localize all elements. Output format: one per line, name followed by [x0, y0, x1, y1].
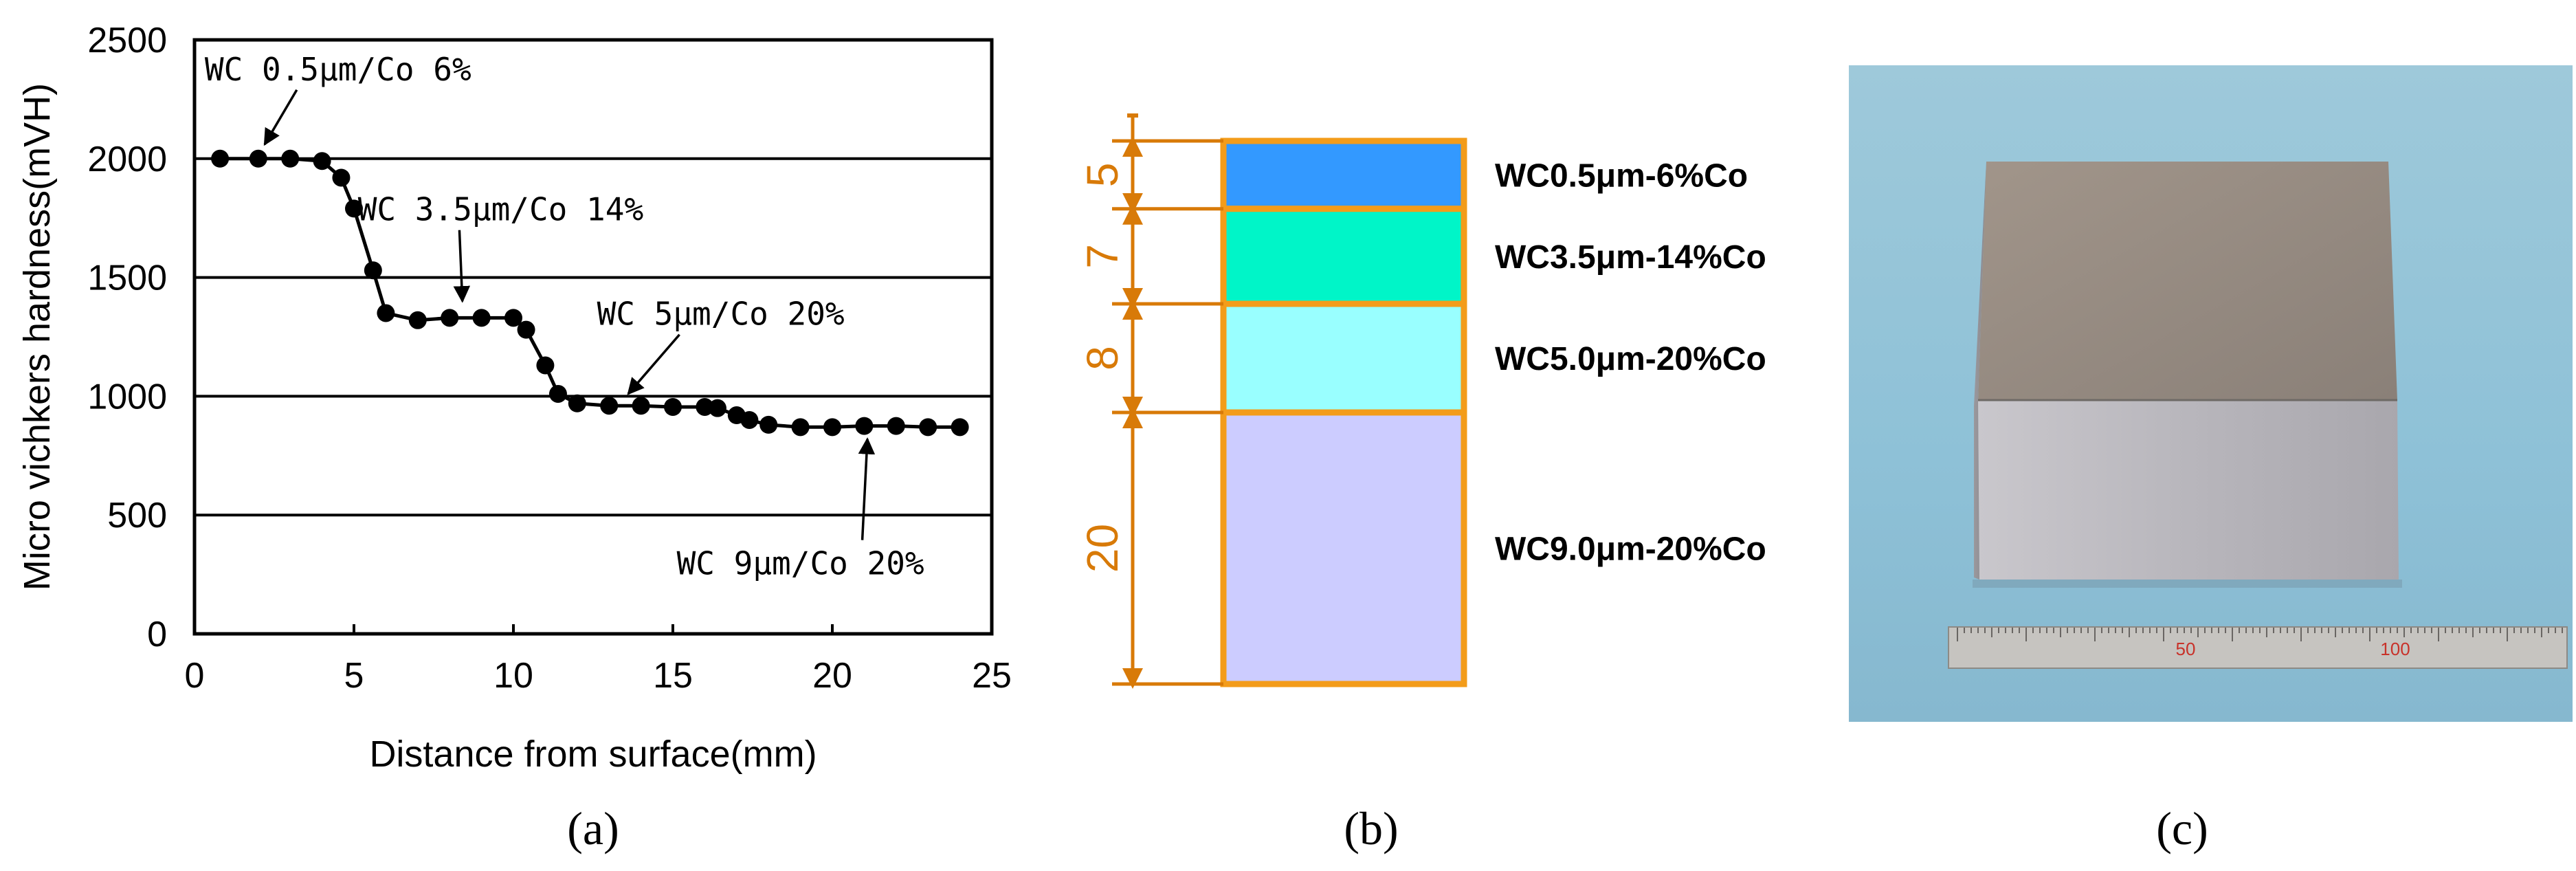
data-point	[377, 304, 395, 322]
y-tick-label: 2500	[87, 21, 167, 60]
thickness-label: 8	[1078, 346, 1127, 371]
thickness-label: 20	[1078, 524, 1127, 573]
y-tick-label: 1500	[87, 258, 167, 298]
annotations: WC 0.5μm/Co 6% WC 3.5μm/Co 14% WC 5μm/Co 2…	[205, 51, 924, 582]
layer-blocks	[1220, 137, 1467, 687]
x-tick-label: 15	[653, 656, 693, 696]
annotation-label: WC 9μm/Co 20%	[677, 545, 924, 582]
block-front-face	[1978, 400, 2399, 580]
x-tick-label: 25	[972, 656, 1012, 696]
data-point	[408, 311, 427, 329]
layer-block	[1220, 206, 1467, 307]
data-point	[951, 418, 969, 437]
data-point	[536, 356, 555, 375]
y-tick-label: 0	[147, 615, 167, 654]
data-point	[887, 417, 905, 435]
layer-block	[1220, 409, 1467, 687]
annotation-arrow	[858, 437, 876, 540]
ruler-label-100: 100	[2380, 639, 2410, 659]
layer-block	[1220, 137, 1467, 212]
y-tick-label: 500	[107, 496, 167, 536]
x-tick-label: 0	[185, 656, 205, 696]
annotation-arrow	[453, 230, 471, 303]
data-point	[759, 415, 778, 434]
data-point	[313, 152, 331, 170]
data-point	[664, 397, 682, 416]
layer-label: WC9.0μm-20%Co	[1495, 531, 1766, 568]
annotation-label: WC 0.5μm/Co 6%	[205, 51, 471, 88]
block-left-face	[1974, 162, 1986, 580]
x-tick-labels: 0 5 10 15 20 25	[185, 624, 1012, 696]
data-point	[517, 320, 535, 339]
x-tick-label: 20	[812, 656, 852, 696]
data-point	[568, 394, 586, 412]
data-point	[332, 168, 351, 187]
layer-label: WC5.0μm-20%Co	[1495, 341, 1766, 377]
annotation-label: WC 5μm/Co 20%	[597, 296, 845, 333]
layer-block	[1220, 300, 1467, 416]
annotation-label: WC 3.5μm/Co 14%	[358, 191, 643, 228]
data-point	[855, 417, 874, 435]
y-tick-label: 1000	[87, 377, 167, 417]
data-point	[791, 418, 810, 437]
panel-label-b: (b)	[1344, 802, 1398, 855]
data-point	[740, 410, 759, 429]
layer-label: WC3.5μm-14%Co	[1495, 239, 1766, 276]
hardness-chart: 0 500 1000 1500 2000 2500 0 5 10 15 20 25 WC 0.5μm…	[16, 21, 1012, 855]
annotation-arrow	[263, 89, 298, 146]
data-point	[504, 309, 522, 327]
layer-diagram: 5 7 8 20 WC0.5μm-6%CoWC3.5μm-14%CoWC5.0μm-2…	[1078, 113, 1766, 855]
data-point	[823, 418, 841, 437]
data-point	[548, 384, 567, 403]
data-point	[472, 309, 491, 327]
thickness-dimensions: 5 7 8 20	[1078, 113, 1223, 689]
y-tick-labels: 0 500 1000 1500 2000 2500	[87, 21, 167, 654]
x-tick-label: 5	[344, 656, 364, 696]
block-shadow	[1973, 580, 2402, 588]
thickness-label: 5	[1078, 163, 1127, 188]
panel-label-a: (a)	[567, 802, 619, 855]
hardness-series-points	[211, 149, 969, 437]
ruler: 50 100	[1948, 626, 2568, 669]
panel-label-c: (c)	[2156, 802, 2208, 855]
layer-labels: WC0.5μm-6%CoWC3.5μm-14%CoWC5.0μm-20%CoWC…	[1495, 157, 1766, 567]
data-point	[281, 149, 300, 168]
annotation-arrow	[627, 333, 680, 395]
plot-frame	[192, 38, 994, 636]
data-point	[249, 149, 267, 168]
block-top-face	[1978, 162, 2397, 400]
data-point	[364, 261, 382, 280]
x-axis-label: Distance from surface(mm)	[369, 734, 817, 775]
data-point	[919, 418, 937, 437]
data-point	[345, 199, 363, 218]
data-point	[441, 309, 459, 327]
layer-label: WC0.5μm-6%Co	[1495, 157, 1748, 194]
data-point	[632, 397, 650, 415]
x-tick-label: 10	[493, 656, 533, 696]
y-axis-label: Micro vichkers hardness(mVH)	[16, 83, 58, 591]
data-point	[600, 397, 619, 415]
ruler-label-50: 50	[2176, 639, 2196, 659]
y-tick-label: 2000	[87, 140, 167, 179]
data-point	[708, 399, 726, 417]
thickness-label: 7	[1078, 244, 1127, 269]
sample-photo: 50 100 (c)	[1849, 65, 2573, 855]
data-point	[211, 149, 230, 168]
